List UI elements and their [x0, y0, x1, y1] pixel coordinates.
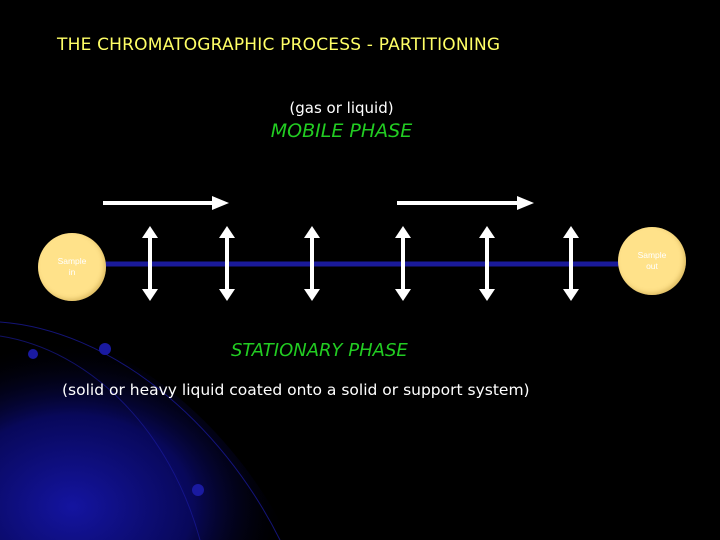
sample-out-label: Sample out [637, 250, 667, 271]
sample-in-circle: Sample in [38, 233, 106, 301]
partition-arrow-1 [142, 226, 158, 301]
partition-arrow-3 [304, 226, 320, 301]
slide-title: THE CHROMATOGRAPHIC PROCESS - PARTITIONI… [57, 35, 501, 55]
partition-arrow-5 [479, 226, 495, 301]
swoosh-curve-1 [0, 321, 281, 540]
swoosh-curve-2 [0, 335, 201, 540]
decor-dot [28, 349, 38, 359]
stationary-phase-subtitle: (solid or heavy liquid coated onto a sol… [62, 381, 530, 399]
partition-arrow-2 [219, 226, 235, 301]
decor-dot [192, 484, 204, 496]
decor-dot [99, 343, 111, 355]
partition-arrow-4 [395, 226, 411, 301]
sample-out-circle: Sample out [618, 227, 686, 295]
partition-arrow-6 [563, 226, 579, 301]
sample-in-label: Sample in [57, 256, 87, 277]
flow-arrow-1 [103, 196, 229, 210]
mobile-phase-subtitle: (gas or liquid) [289, 99, 394, 117]
flow-arrow-2 [397, 196, 534, 210]
mobile-phase-label: MOBILE PHASE [270, 120, 413, 142]
blue-gradient-swoosh [0, 318, 290, 540]
stationary-phase-label: STATIONARY PHASE [231, 340, 408, 361]
